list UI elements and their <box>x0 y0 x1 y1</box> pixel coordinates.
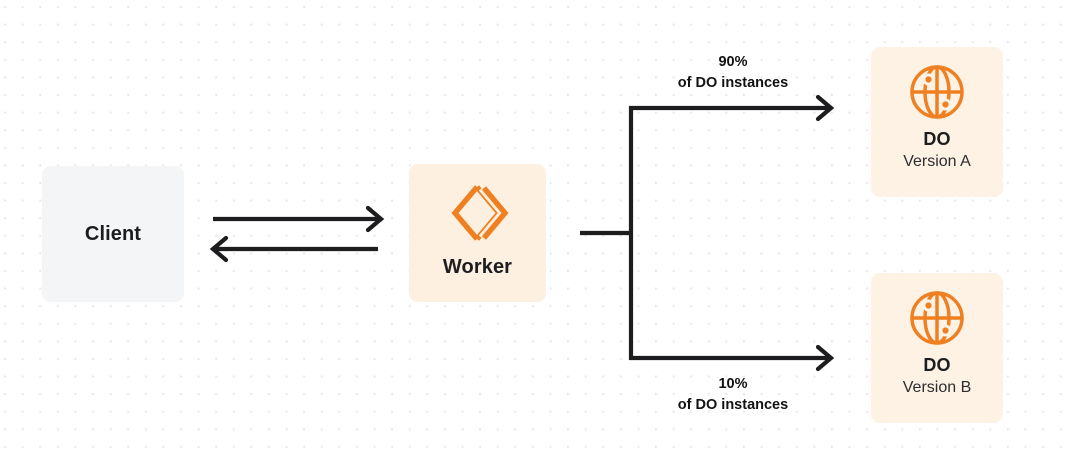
node-client-label: Client <box>84 222 142 245</box>
cloudflare-workers-icon <box>447 183 512 243</box>
edge-label-do-a-caption: of DO instances <box>677 74 789 91</box>
edge-label-do-b-caption: of DO instances <box>677 396 789 413</box>
edge-label-do-b-percent: 10% <box>718 376 748 392</box>
node-worker-label: Worker <box>442 256 513 278</box>
node-do-b-sublabel: Version B <box>902 379 972 396</box>
node-do-b-label: DO <box>923 355 951 375</box>
node-do-version-a[interactable]: DO Version A <box>871 47 1003 197</box>
arrow-client-to-worker <box>213 205 385 233</box>
branch-connector <box>580 94 835 372</box>
node-do-a-label: DO <box>923 129 951 149</box>
globe-icon <box>908 63 966 121</box>
globe-icon <box>908 289 966 347</box>
edge-label-do-a-percent: 90% <box>718 54 748 70</box>
arrow-worker-to-client <box>209 235 378 263</box>
edge-label-do-b: 10% of DO instances <box>629 374 837 415</box>
node-client[interactable]: Client <box>42 166 184 302</box>
node-do-a-sublabel: Version A <box>903 153 971 170</box>
node-do-version-b[interactable]: DO Version B <box>871 273 1003 423</box>
edge-label-do-a: 90% of DO instances <box>629 52 837 93</box>
node-worker[interactable]: Worker <box>409 164 546 302</box>
